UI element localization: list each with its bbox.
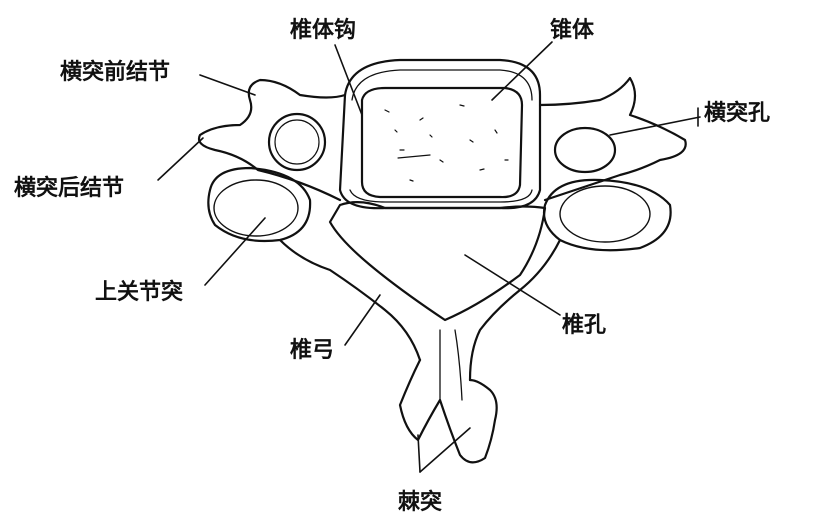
left-transverse-foramen — [267, 112, 327, 172]
label-anterior-tubercle: 横突前结节 — [60, 60, 171, 85]
right-articular-facet — [559, 185, 651, 243]
right-lamina — [468, 238, 562, 382]
body-stipple — [384, 104, 509, 182]
label-vertebral-foramen: 椎孔 — [562, 313, 607, 338]
left-articular-process — [207, 166, 312, 243]
label-spinous-process: 棘突 — [398, 490, 443, 515]
label-superior-articular-process: 上关节突 — [95, 280, 184, 305]
label-uncinate-process: 椎体钩 — [290, 18, 357, 43]
vertebral-body-surface — [360, 86, 524, 199]
left-lamina — [278, 238, 422, 362]
right-transverse-foramen — [553, 126, 617, 174]
vertebral-body-outline — [338, 58, 542, 210]
right-transverse-process — [538, 76, 687, 202]
left-articular-facet — [213, 179, 299, 237]
label-transverse-foramen: 横突孔 — [704, 101, 771, 126]
label-vertebral-body: 锥体 — [550, 18, 595, 43]
label-posterior-tubercle: 横突后结节 — [14, 176, 125, 201]
spinous-process-detail — [439, 329, 463, 401]
label-vertebral-arch: 椎弓 — [290, 338, 335, 363]
spinous-process — [398, 358, 498, 464]
leader-lines — [157, 41, 701, 473]
left-transverse-foramen-inner — [274, 119, 320, 165]
vertebral-foramen-outline — [328, 201, 547, 322]
right-articular-process — [542, 178, 672, 252]
body-rim-lines — [349, 69, 533, 203]
